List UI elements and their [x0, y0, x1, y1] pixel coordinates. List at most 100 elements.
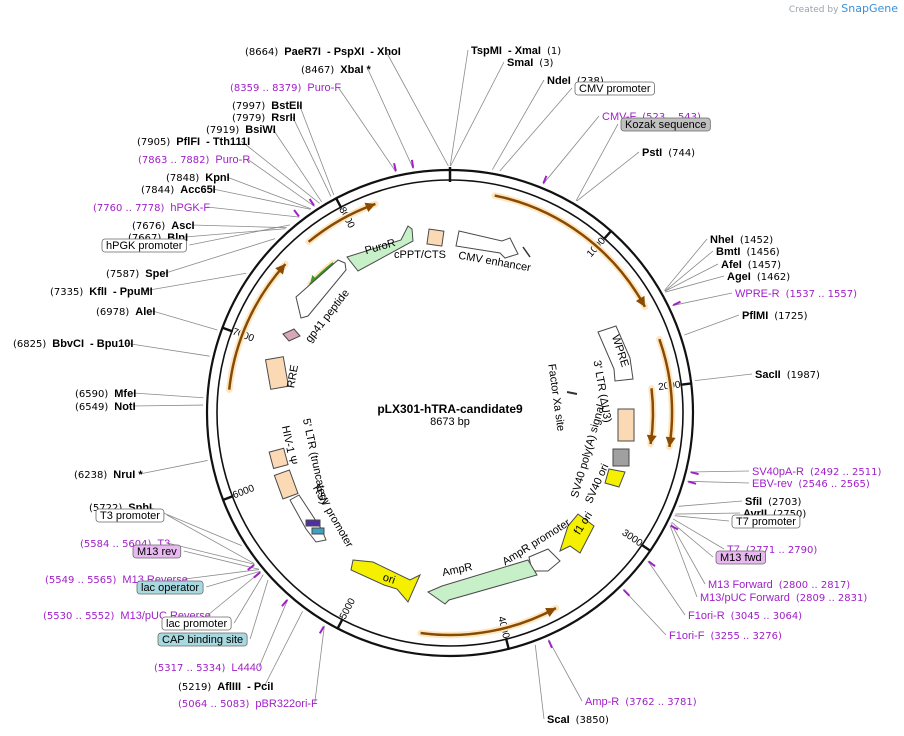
- leader-sfii: [678, 500, 743, 507]
- feature-box-m13-fwd: M13 fwd: [715, 550, 766, 565]
- enzyme-site-acc65i: (7844)Acc65I: [141, 184, 216, 196]
- leader-t3: [167, 542, 255, 565]
- label-part: KpnI: [205, 172, 229, 184]
- leader-mfei: [133, 392, 204, 399]
- leader-bmti: [664, 250, 714, 292]
- label-part: NruI *: [113, 469, 143, 481]
- label-part: BbvCI: [52, 338, 84, 350]
- orf-arc-6-head: [364, 202, 376, 212]
- orf-arc-5-head: [275, 264, 286, 275]
- label-part: SmaI: [507, 57, 533, 69]
- ltr5-box: [273, 469, 299, 500]
- enzyme-site-paer7i: (8664)PaeR7I- PspXI- XhoI: [245, 46, 401, 58]
- feature-box-kozak-sequence: Kozak sequence: [620, 117, 711, 132]
- wpre-arrow: [597, 325, 634, 382]
- leader-agei: [665, 275, 725, 293]
- leader-sphi: [148, 506, 242, 547]
- label-part: AfeI: [721, 259, 742, 271]
- box-frame: [132, 544, 182, 559]
- box-text: Kozak sequence: [625, 119, 706, 131]
- leader-pbr322ori-f: [314, 625, 325, 704]
- leader-bsiwi: [272, 128, 323, 203]
- label-part: (238): [577, 76, 604, 87]
- label-part: PflMI: [742, 310, 768, 322]
- label-part: PaeR7I: [284, 46, 321, 58]
- leader-l4440: [258, 599, 289, 668]
- leader-psti: [576, 151, 640, 202]
- leader-m13-puc-reverse: [207, 571, 262, 616]
- primer-site-pbr322ori-f: (5064 .. 5083)pBR322ori-F: [178, 698, 318, 710]
- leader-hpgk-f: [207, 206, 300, 218]
- leader-tspmi: [449, 49, 469, 167]
- box-frame: [574, 81, 655, 96]
- label-part: (3045 .. 3064): [731, 611, 803, 622]
- created-by-text: Created by: [788, 5, 839, 15]
- leader-hpgk-promoter: [189, 224, 291, 246]
- label-part: (1462): [757, 272, 790, 283]
- label-part: KflI: [89, 286, 107, 298]
- label-part: (8359 .. 8379): [230, 83, 302, 94]
- tick-6000: [221, 494, 234, 502]
- leader-acc65i: [212, 188, 311, 210]
- label-part: Puro-R: [215, 154, 250, 166]
- enzyme-site-bmti: BmtI(1456): [716, 246, 780, 258]
- leader-paer7i: [385, 50, 449, 167]
- leader-kfli: [143, 272, 247, 292]
- enzyme-site-bsiwi: (7919)BsiWI: [206, 124, 276, 136]
- enzyme-site-ndei: NdeI (238): [547, 75, 604, 87]
- feature-label-rre: RRE: [285, 364, 301, 389]
- label-part: SacII: [755, 369, 781, 381]
- primer-mark-cmv-f: [542, 175, 548, 184]
- box-text: CMV promoter: [579, 83, 651, 95]
- label-part: NdeI: [547, 75, 571, 87]
- label-part: BsiWI: [245, 124, 276, 136]
- tick-1000: [602, 229, 613, 241]
- label-part: SV40pA-R: [752, 466, 804, 478]
- orf-arc-1-head: [635, 295, 645, 307]
- enzyme-site-nrui: (6238) NruI *: [74, 469, 143, 481]
- factor-xa-mark: [566, 391, 578, 395]
- label-part: (6978): [96, 307, 129, 318]
- enzyme-site-scai: ScaI(3850): [547, 714, 609, 726]
- feature-layer: [225, 159, 699, 649]
- leader-sv40pa-r: [689, 470, 750, 473]
- label-part: (2750): [773, 509, 806, 520]
- leader-m13-forward: [670, 523, 706, 585]
- tick-5000: [336, 618, 344, 630]
- label-part: - Bpu10I: [90, 338, 133, 350]
- leader-puro-f: [337, 86, 397, 173]
- box-frame: [620, 117, 711, 132]
- gp41-peptide-arrow: [295, 259, 347, 319]
- plasmid-name: pLX301-hTRA-candidate9: [377, 402, 523, 416]
- primer-site-m13-forward: M13 Forward(2800 .. 2817): [708, 579, 850, 591]
- enzyme-site-asci: (7676)AscI: [132, 220, 195, 232]
- leader-afei: [664, 263, 719, 292]
- leader-rsrii: [292, 116, 332, 197]
- enzyme-site-pflfi: (7905)PflFI- Tth111I: [137, 136, 250, 148]
- label-part: AleI: [135, 306, 155, 318]
- enzyme-site-alei: (6978) AleI: [96, 306, 155, 318]
- ltr3-box: [617, 408, 635, 442]
- label-part: (6238): [74, 470, 107, 481]
- feature-label-ampr: AmpR: [441, 561, 473, 579]
- leader-smai: [450, 61, 505, 167]
- label-part: (6549): [75, 402, 108, 413]
- leader-m13-rev: [183, 550, 259, 570]
- label-part: SfiI: [745, 496, 762, 508]
- tick-3000: [640, 543, 652, 553]
- box-text: M13 fwd: [720, 552, 762, 564]
- box-text: M13 rev: [137, 546, 177, 558]
- leader-cmv-promoter: [499, 87, 573, 172]
- label-part: AflIII: [217, 681, 241, 693]
- leader-pflfi: [240, 140, 320, 204]
- enzyme-site-rsrii: (7979)RsrII: [232, 112, 296, 124]
- label-part: (1537 .. 1557): [786, 289, 858, 300]
- sv40-polya-box: [612, 448, 630, 467]
- box-frame: [101, 238, 187, 253]
- feature-box-m13-rev: M13 rev: [132, 544, 182, 559]
- enzyme-site-sacii: SacII(1987): [755, 369, 820, 381]
- label-part: (7335): [50, 287, 83, 298]
- label-part: (2809 .. 2831): [796, 593, 868, 604]
- leader-pflmi: [684, 314, 740, 336]
